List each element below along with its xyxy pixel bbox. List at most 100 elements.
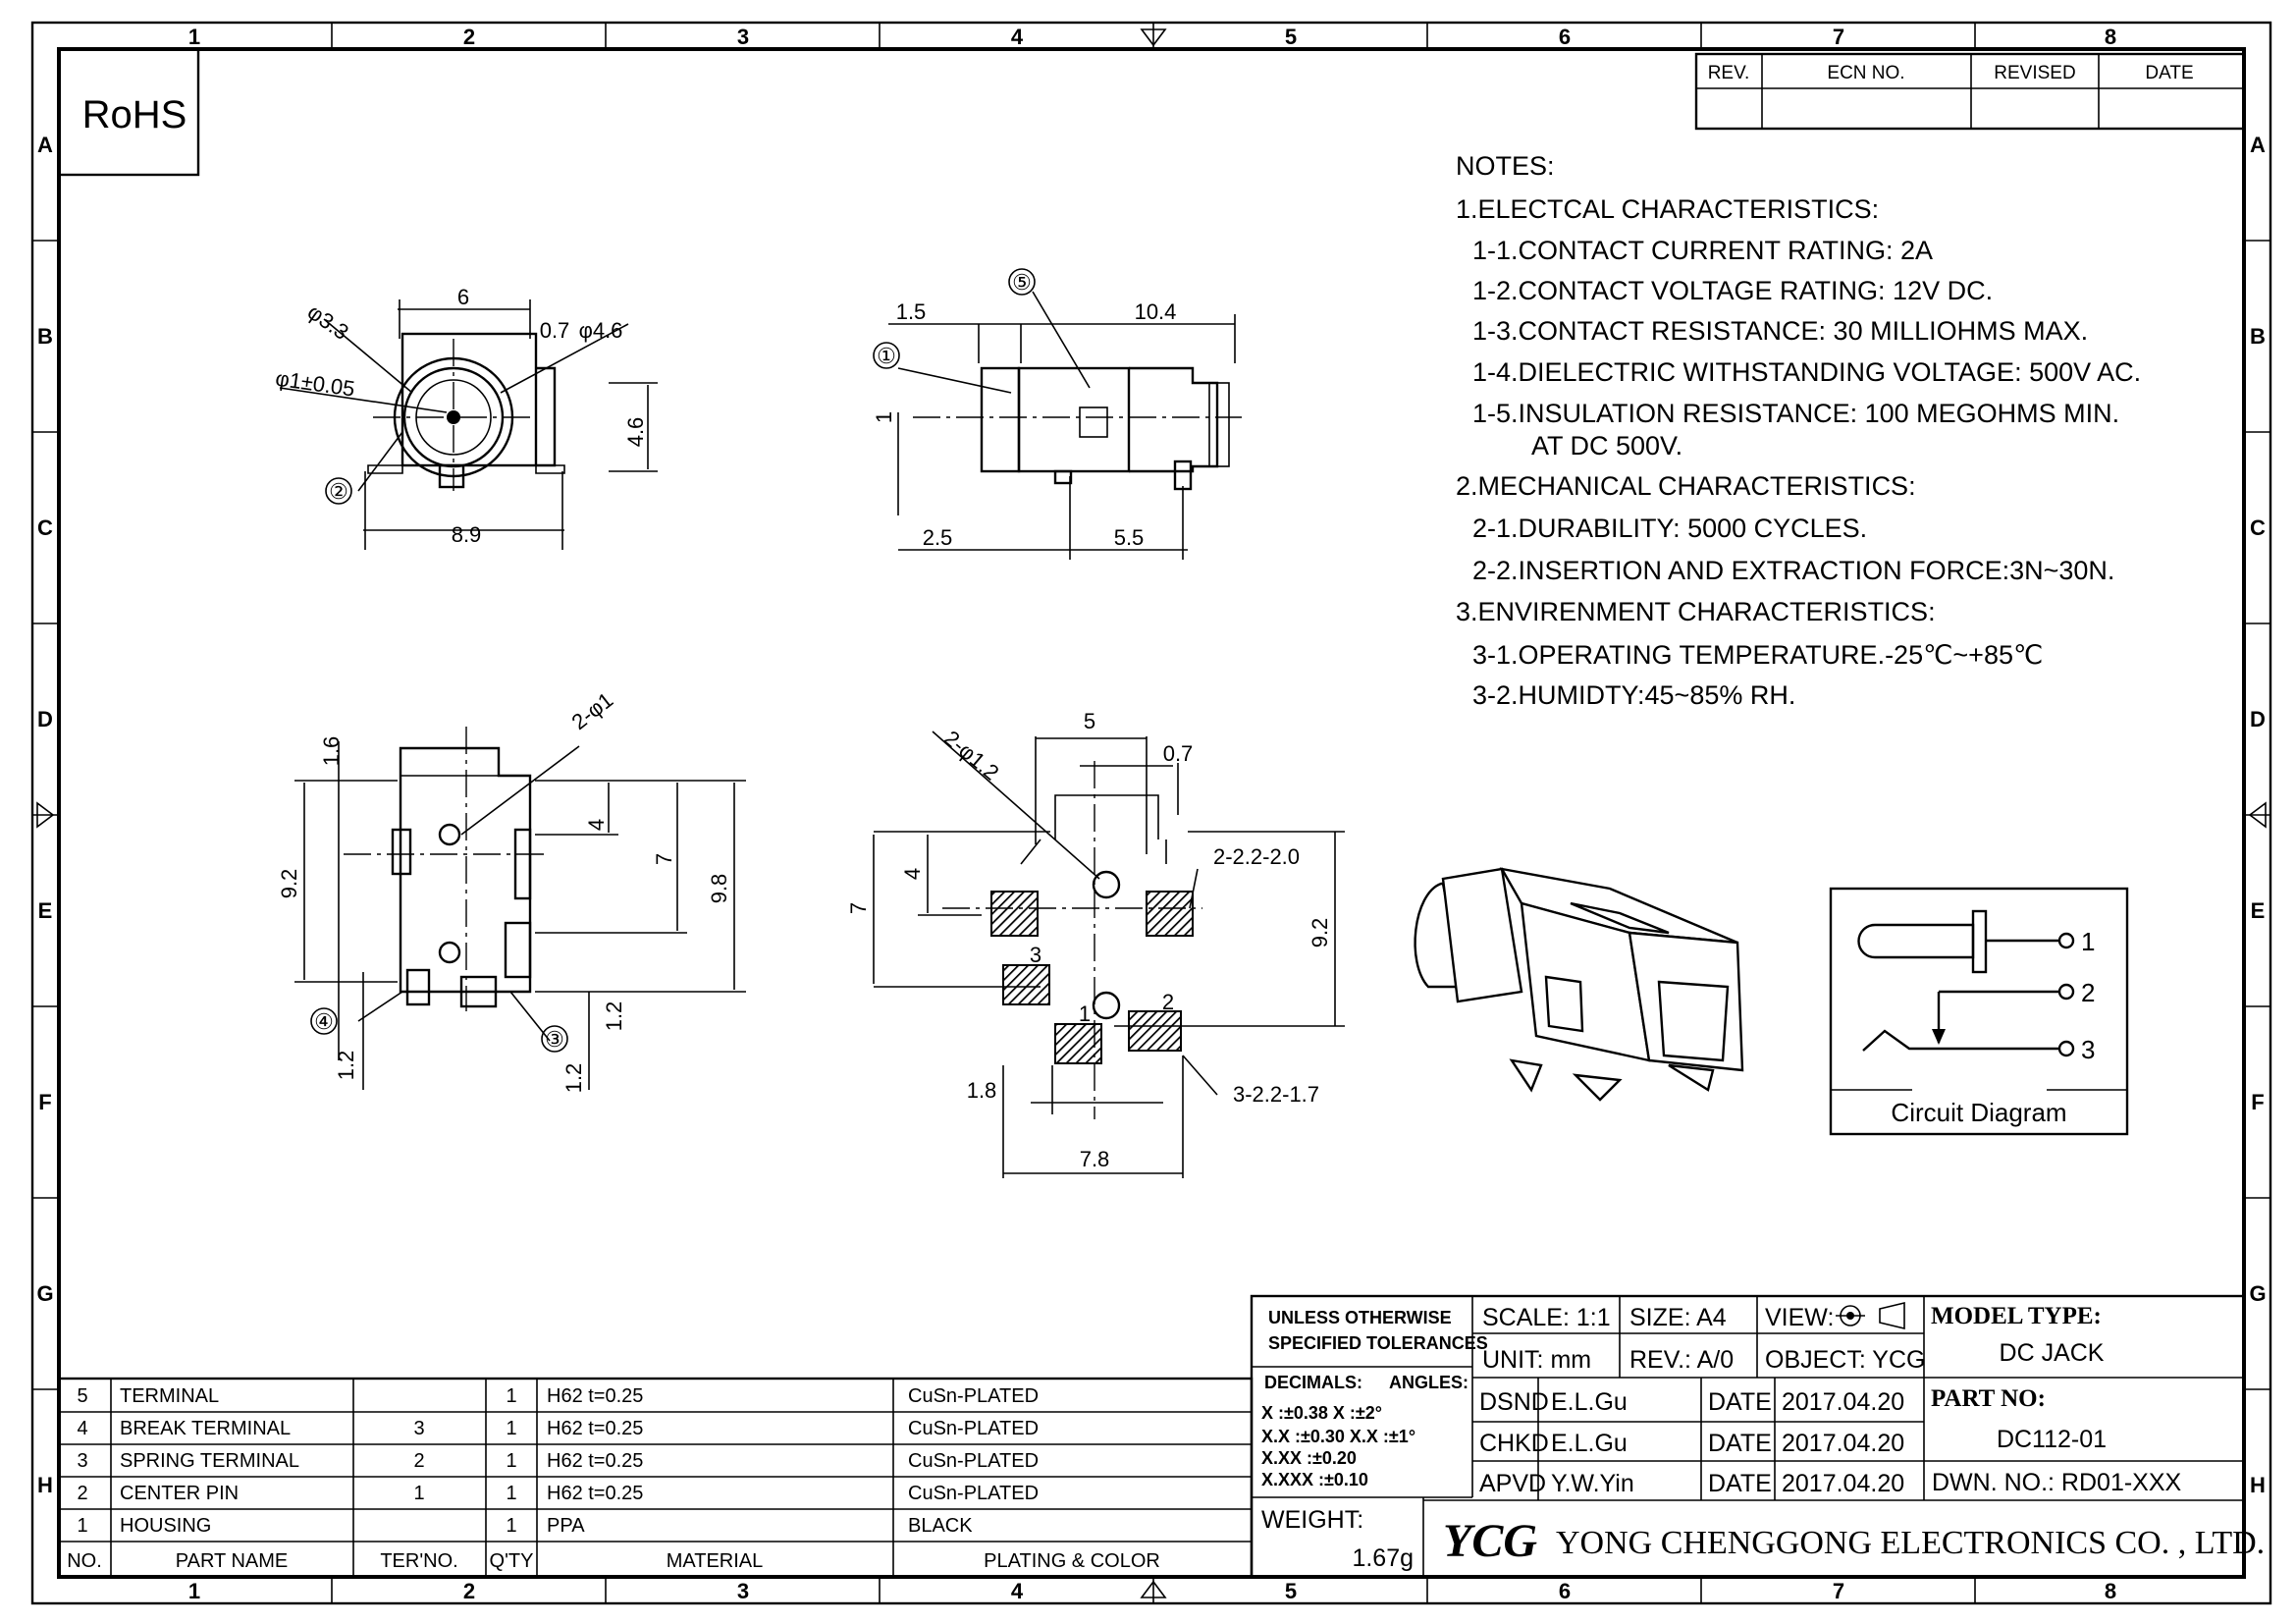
dim-bottom-12a: 1.2 — [602, 1001, 626, 1032]
bom-material: H62 t=0.25 — [547, 1385, 643, 1407]
note-line: 1-1.CONTACT CURRENT RATING: 2A — [1472, 236, 1933, 265]
note-line: 1-3.CONTACT RESISTANCE: 30 MILLIOHMS MAX… — [1472, 316, 2088, 346]
bom-ter: 2 — [413, 1450, 424, 1472]
row-label-h-r: H — [2250, 1473, 2266, 1497]
dim-fp-07: 0.7 — [1163, 741, 1194, 766]
notes-block: NOTES: 1.ELECTCAL CHARACTERISTICS: 1-1.C… — [1456, 151, 2141, 710]
bom-part: SPRING TERMINAL — [120, 1450, 299, 1472]
dim-fp-18: 1.8 — [967, 1078, 997, 1103]
dim-fp-holes: 2-φ1.2 — [939, 726, 1003, 785]
bom-material: PPA — [547, 1515, 585, 1537]
bom-header-plating: PLATING & COLOR — [984, 1550, 1160, 1572]
row-label-b: B — [37, 324, 53, 349]
dsnd-date-label: DATE — [1708, 1388, 1772, 1416]
company-name: YONG CHENGGONG ELECTRONICS CO. , LTD. — [1556, 1525, 2265, 1561]
note-line: 1-5.INSULATION RESISTANCE: 100 MEGOHMS M… — [1472, 399, 2119, 428]
col-label-4b: 4 — [1011, 1579, 1024, 1603]
dim-fp-pad-top: 2-2.2-2.0 — [1213, 844, 1300, 869]
unit-field: UNIT: mm — [1482, 1346, 1591, 1374]
object-field: OBJECT: YCG — [1765, 1346, 1925, 1374]
bom-plating: CuSn-PLATED — [908, 1450, 1039, 1472]
bom-part: BREAK TERMINAL — [120, 1418, 291, 1439]
projection-symbol-icon — [1836, 1301, 1905, 1330]
col-label-7: 7 — [1833, 25, 1844, 49]
dim-bottom-holes: 2-φ1 — [567, 687, 618, 734]
weight-value: 1.67g — [1352, 1544, 1414, 1572]
bom-plating: CuSn-PLATED — [908, 1418, 1039, 1439]
row-label-c-r: C — [2250, 515, 2266, 540]
scale-field: SCALE: 1:1 — [1482, 1304, 1611, 1331]
dim-side-front: 1.5 — [896, 299, 927, 324]
dsnd-date: 2017.04.20 — [1782, 1388, 1904, 1416]
bom-qty: 1 — [506, 1418, 516, 1439]
dim-front-total: 8.9 — [452, 522, 482, 547]
note-line: 1-4.DIELECTRIC WITHSTANDING VOLTAGE: 500… — [1472, 357, 2141, 387]
note-line: AT DC 500V. — [1531, 431, 1682, 460]
sheet-frame — [30, 21, 2272, 1605]
bom-no: 3 — [77, 1450, 87, 1472]
dim-side-offset: 1 — [872, 411, 896, 423]
tol-title-1: UNLESS OTHERWISE — [1268, 1308, 1452, 1327]
note-line: 2.MECHANICAL CHARACTERISTICS: — [1456, 471, 1916, 501]
bom-material: H62 t=0.25 — [547, 1450, 643, 1472]
dim-fp-7: 7 — [846, 902, 871, 914]
col-label-8b: 8 — [2105, 1579, 2116, 1603]
dim-side-length: 10.4 — [1135, 299, 1177, 324]
row-label-e-r: E — [2251, 898, 2266, 923]
bom-ter: 3 — [413, 1418, 424, 1439]
col-label-3b: 3 — [737, 1579, 749, 1603]
col-label-1: 1 — [188, 25, 200, 49]
date-header: DATE — [2145, 63, 2193, 83]
col-label-4: 4 — [1011, 25, 1024, 49]
chkd-date-label: DATE — [1708, 1430, 1772, 1457]
dim-fp-5: 5 — [1084, 709, 1095, 733]
bom-plating: CuSn-PLATED — [908, 1385, 1039, 1407]
tol-line-3: X.XX :±0.20 — [1261, 1448, 1357, 1468]
dsnd-label: DSND — [1479, 1388, 1549, 1416]
dwn-no: DWN. NO.: RD01-XXX — [1932, 1469, 2182, 1496]
rohs-box — [57, 47, 200, 177]
title-block: UNLESS OTHERWISE SPECIFIED TOLERANCES DE… — [1250, 1294, 2265, 1579]
pad-label-2: 2 — [1162, 990, 1174, 1014]
circuit-pin-3: 3 — [2081, 1035, 2095, 1064]
tol-line-1: X :±0.38 X :±2° — [1261, 1403, 1382, 1423]
dim-bottom-92: 9.2 — [277, 869, 301, 899]
row-label-e: E — [38, 898, 53, 923]
note-line: 2-1.DURABILITY: 5000 CYCLES. — [1472, 514, 1867, 543]
bom-qty: 1 — [506, 1483, 516, 1504]
row-label-f-r: F — [2251, 1090, 2264, 1114]
row-label-g: G — [36, 1281, 53, 1306]
col-label-8: 8 — [2105, 25, 2116, 49]
bom-header-ter: TER'NO. — [380, 1550, 457, 1572]
apvd-date: 2017.04.20 — [1782, 1470, 1904, 1497]
apvd-date-label: DATE — [1708, 1470, 1772, 1497]
dim-bottom-12c: 1.2 — [561, 1063, 586, 1094]
dim-bottom-98: 9.8 — [707, 874, 731, 904]
bom-qty: 1 — [506, 1515, 516, 1537]
dim-front-width: 6 — [457, 285, 469, 309]
col-label-6b: 6 — [1559, 1579, 1571, 1603]
part-no: DC112-01 — [1997, 1426, 2107, 1453]
bom-header-material: MATERIAL — [667, 1550, 764, 1572]
side-view: 1.5 10.4 ⑤ ① 1 2.5 5.5 — [872, 268, 1242, 560]
dsnd-name: E.L.Gu — [1551, 1388, 1628, 1416]
chkd-date: 2017.04.20 — [1782, 1430, 1904, 1457]
bom-qty: 1 — [506, 1385, 516, 1407]
bom-table: 5 TERMINAL 1 H62 t=0.25 CuSn-PLATED 4 BR… — [57, 1377, 1254, 1579]
model-type-label: MODEL TYPE: — [1931, 1303, 2102, 1329]
tol-angles: ANGLES: — [1389, 1373, 1468, 1392]
apvd-name: Y.W.Yin — [1551, 1470, 1634, 1497]
col-label-7b: 7 — [1833, 1579, 1844, 1603]
row-label-f: F — [38, 1090, 51, 1114]
bom-part: HOUSING — [120, 1515, 211, 1537]
bom-no: 1 — [77, 1515, 87, 1537]
rev-header: REV. — [1708, 63, 1750, 83]
bom-no: 4 — [77, 1418, 87, 1439]
row-label-g-r: G — [2249, 1281, 2266, 1306]
row-label-b-r: B — [2250, 324, 2266, 349]
dim-front-gap: 0.7 — [540, 318, 570, 343]
isometric-view — [1414, 867, 1744, 1102]
row-label-a: A — [37, 133, 53, 157]
note-line: 1-2.CONTACT VOLTAGE RATING: 12V DC. — [1472, 276, 1993, 305]
bom-plating: BLACK — [908, 1515, 973, 1537]
